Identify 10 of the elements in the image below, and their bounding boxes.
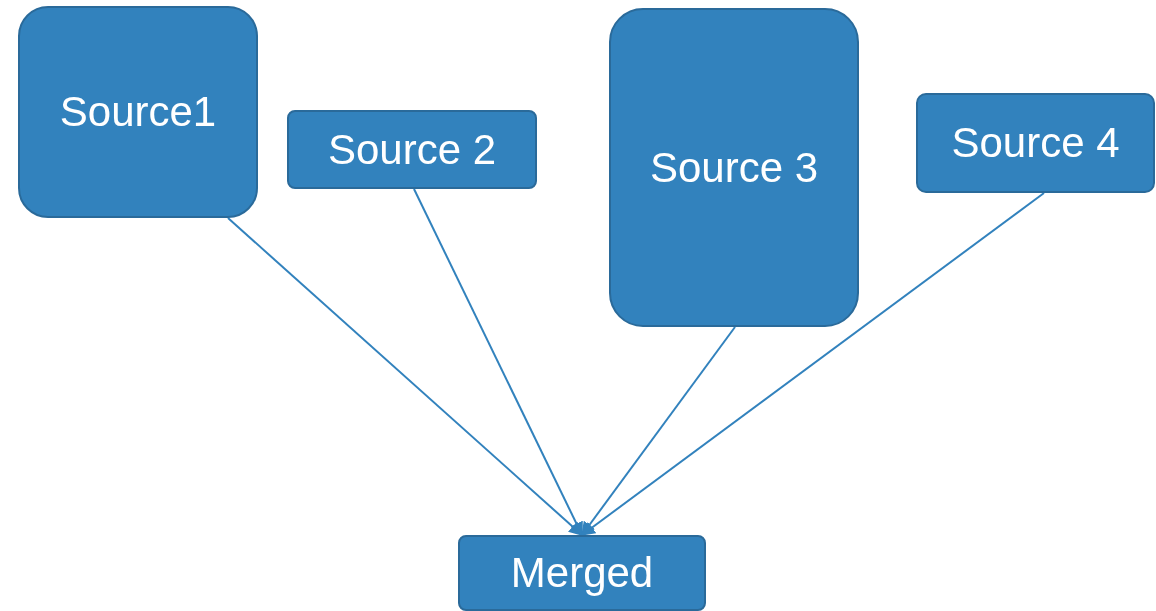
process-box: [287, 110, 537, 189]
node-label: Source 4: [951, 118, 1120, 168]
process-box: [458, 535, 706, 611]
node-label: Source 3: [649, 142, 819, 193]
process-box: [916, 93, 1155, 193]
process-box: [18, 6, 258, 218]
node-label: Merged: [510, 548, 654, 598]
process-box: [609, 8, 859, 327]
node-label: Source 2: [327, 124, 497, 175]
node-label: Source1: [59, 87, 217, 137]
